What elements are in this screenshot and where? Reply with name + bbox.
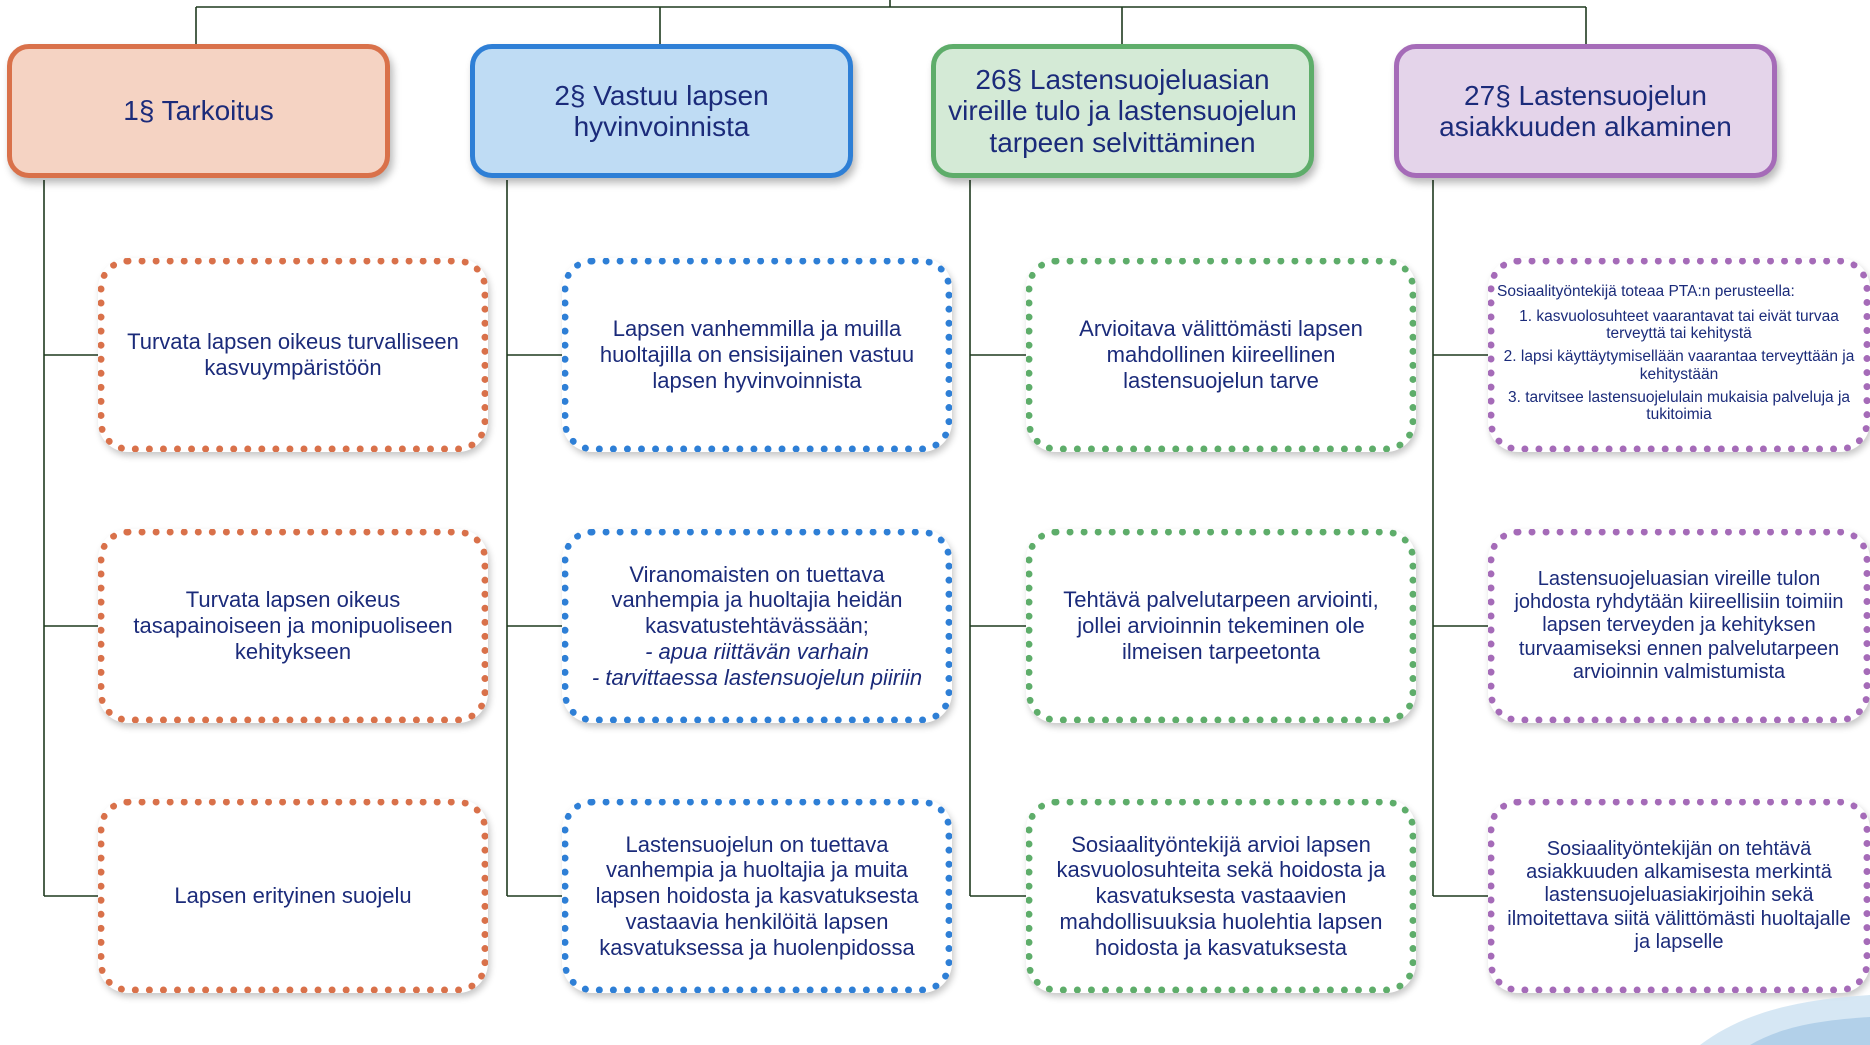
header-vireille-tulo: 26§ Lastensuojeluasian vireille tulo ja … <box>931 44 1314 178</box>
box-text: Tehtävä palvelutarpeen arviointi, jollei… <box>1063 587 1379 664</box>
box-text: Turvata lapsen oikeus turvalliseen kasvu… <box>127 329 459 380</box>
box-text: Lastensuojeluasian vireille tulon johdos… <box>1514 567 1844 684</box>
box-text: Lapsen erityinen suojelu <box>174 883 412 909</box>
box-bullet: - apua riittävän varhain <box>645 638 869 664</box>
box-col3-3: Sosiaalityöntekijä arvioi lapsen kasvuol… <box>1026 799 1416 993</box>
box-col2-1: Lapsen vanhemmilla ja muilla huoltajilla… <box>562 258 952 452</box>
box-bullet: - tarvittaessa lastensuojelun piiriin <box>591 664 923 690</box>
box-list-item: 1. kasvuolosuhteet vaarantavat tai eivät… <box>1519 307 1839 342</box>
box-col4-1: Sosiaalityöntekijä toteaa PTA:n perustee… <box>1488 258 1870 452</box>
box-text: Viranomaisten on tuettava vanhempia ja h… <box>611 561 903 639</box>
box-col1-2: Turvata lapsen oikeus tasapainoiseen ja … <box>98 529 488 723</box>
box-col4-3: Sosiaalityöntekijän on tehtävä asiakkuud… <box>1488 799 1870 993</box>
box-text: Arvioitava välittömästi lapsen mahdollin… <box>1079 316 1363 393</box>
box-lead: Sosiaalityöntekijä toteaa PTA:n perustee… <box>1497 283 1795 301</box>
box-list-item: 2. lapsi käyttäytymisellään vaarantaa te… <box>1503 348 1855 383</box>
box-col3-1: Arvioitava välittömästi lapsen mahdollin… <box>1026 258 1416 452</box>
box-col2-3: Lastensuojelun on tuettava vanhempia ja … <box>562 799 952 993</box>
box-text: Sosiaalityöntekijän on tehtävä asiakkuud… <box>1507 837 1851 954</box>
box-text: Turvata lapsen oikeus tasapainoiseen ja … <box>133 587 453 664</box>
header-tarkoitus: 1§ Tarkoitus <box>7 44 390 178</box>
box-col1-1: Turvata lapsen oikeus turvalliseen kasvu… <box>98 258 488 452</box>
box-col4-2: Lastensuojeluasian vireille tulon johdos… <box>1488 529 1870 723</box>
box-text: Lapsen vanhemmilla ja muilla huoltajilla… <box>599 316 915 393</box>
box-list-item: 3. tarvitsee lastensuojelulain mukaisia … <box>1507 389 1851 424</box>
box-text: Lastensuojelun on tuettava vanhempia ja … <box>595 831 919 960</box>
box-text: Sosiaalityöntekijä arvioi lapsen kasvuol… <box>1056 831 1386 960</box>
box-col1-3: Lapsen erityinen suojelu <box>98 799 488 993</box>
header-vastuu: 2§ Vastuu lapsen hyvinvoinnista <box>470 44 853 178</box>
decorative-swoosh <box>1700 995 1870 1045</box>
box-col3-2: Tehtävä palvelutarpeen arviointi, jollei… <box>1026 529 1416 723</box>
header-asiakkuus: 27§ Lastensuojelun asiakkuuden alkaminen <box>1394 44 1777 178</box>
box-col2-2: Viranomaisten on tuettava vanhempia ja h… <box>562 529 952 723</box>
